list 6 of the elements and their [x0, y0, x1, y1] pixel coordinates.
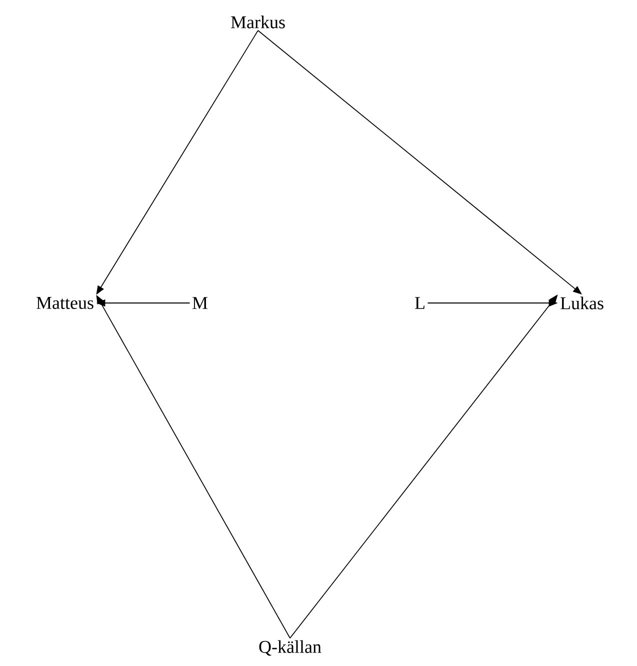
node-label: Matteus — [36, 297, 94, 309]
node-label: Lukas — [560, 296, 604, 310]
node-label: Markus — [231, 16, 285, 28]
node-label: L — [415, 297, 424, 309]
node-label: Q-källan — [259, 640, 322, 656]
node-label: M — [192, 297, 208, 309]
